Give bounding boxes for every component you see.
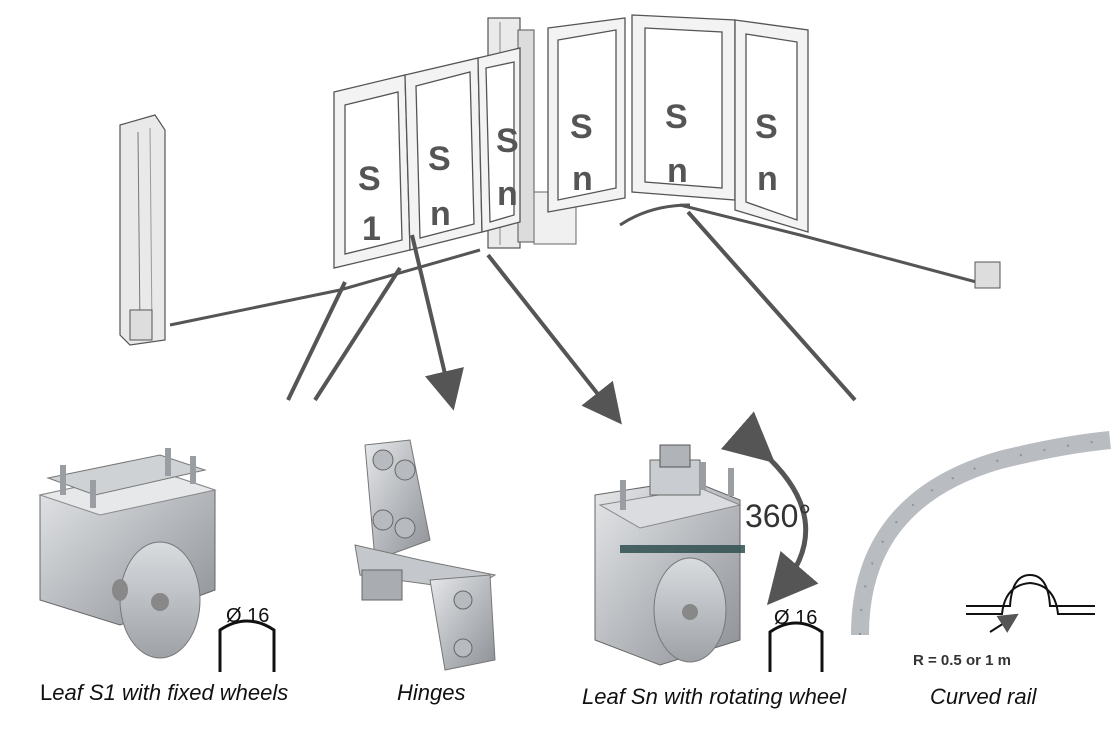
leaf-label-top: S xyxy=(665,98,688,136)
leaf-label-bottom: n xyxy=(497,175,518,213)
leaf-frames xyxy=(333,14,809,269)
leaf-label-bottom: n xyxy=(572,160,593,198)
hinge-arrow xyxy=(410,234,464,411)
curved-rail-radius: R = 0.5 or 1 m xyxy=(913,652,1011,669)
leader-line-curved-rail xyxy=(686,210,857,402)
rotating-wheel-arrow xyxy=(486,253,622,425)
curved-rail xyxy=(851,431,1111,636)
rotating-wheel-caption: Leaf Sn with rotating wheel xyxy=(582,684,847,709)
curved-rail-detail: R = 0.5 or 1 m Curved rail xyxy=(851,431,1111,709)
leaf-label-bottom: n xyxy=(757,160,778,198)
leaf-label-top: S xyxy=(570,108,593,146)
fixed-wheel-detail: Ø 16 Leaf S1 with fixed wheels xyxy=(38,448,288,705)
leaf-label-top: S xyxy=(358,160,381,198)
leader-line-fixed-wheel-2 xyxy=(313,266,402,402)
leader-lines xyxy=(286,210,857,425)
hinges-detail: Hinges xyxy=(354,439,497,705)
left-post xyxy=(119,114,166,346)
rotating-wheel-detail: 360° Ø 16 Leaf Sn with rotating wheel xyxy=(582,411,847,709)
ground-rail xyxy=(169,203,1001,327)
fixed-wheel-caption: Leaf S1 with fixed wheels xyxy=(40,680,288,705)
leaf-label-top: S xyxy=(428,140,451,178)
hinges-caption: Hinges xyxy=(397,680,465,705)
rotation-angle-label: 360° xyxy=(745,498,811,534)
rotating-wheel-diameter: Ø 16 xyxy=(774,607,817,629)
leaf-label-top: S xyxy=(496,122,519,160)
fixed-wheel-diameter: Ø 16 xyxy=(226,605,269,627)
leader-line-fixed-wheel-1 xyxy=(286,281,347,401)
caption-rest: eaf S1 with fixed wheels xyxy=(52,680,288,705)
leaf-label-bottom: n xyxy=(430,195,451,233)
gate-overview: S 1 S n S n S n S n S n xyxy=(119,14,1001,346)
leaf-label-bottom: 1 xyxy=(362,210,381,248)
rotation-arc xyxy=(720,411,819,606)
caption-lead: L xyxy=(40,680,52,705)
curved-rail-caption: Curved rail xyxy=(930,684,1037,709)
leaf-labels: S 1 S n S n S n S n S n xyxy=(358,98,778,248)
leaf-label-top: S xyxy=(755,108,778,146)
leaf-label-bottom: n xyxy=(667,152,688,190)
